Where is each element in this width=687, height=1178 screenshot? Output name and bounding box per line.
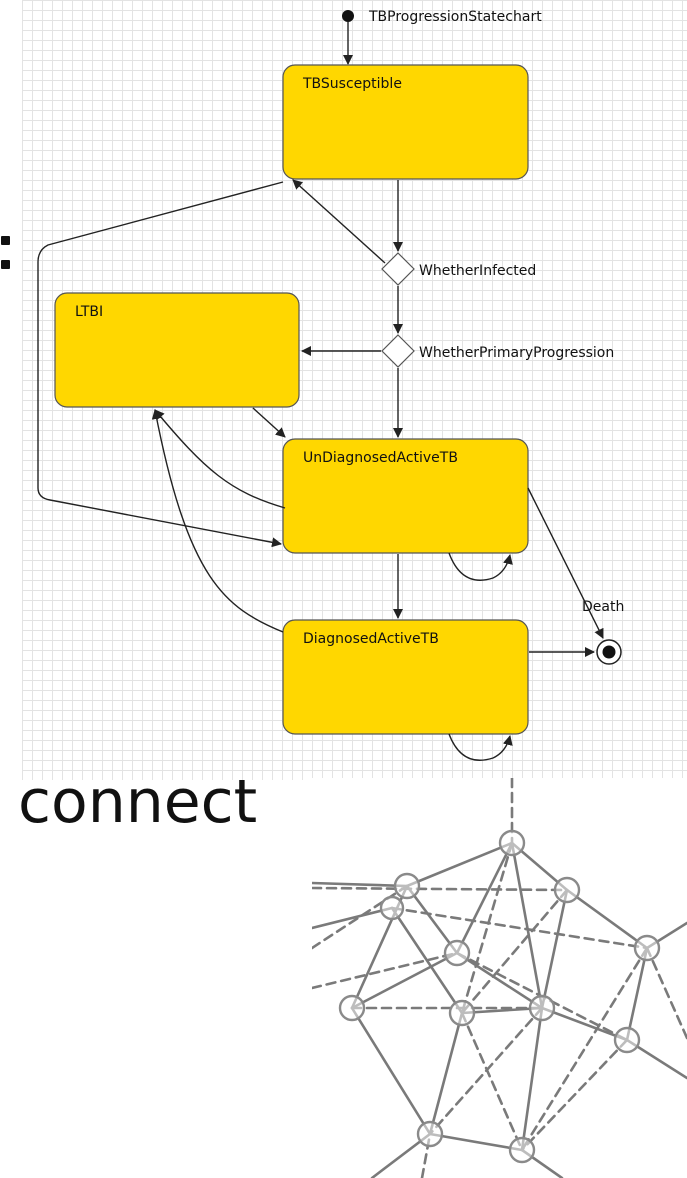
state-ltbi[interactable]: LTBI — [54, 292, 300, 408]
network-graph-illustration — [312, 778, 687, 1178]
network-graph-image — [312, 778, 687, 1178]
transition-diagnosed-self-loop — [448, 733, 513, 761]
transition-not-infected-back — [292, 179, 386, 264]
state-tb-susceptible[interactable]: TBSusceptible — [282, 64, 529, 180]
transition-undiagnosed-to-ltbi — [154, 409, 286, 509]
transition-ltbi-to-undiagnosed — [252, 407, 286, 438]
state-label-undiagnosed-active-tb: UnDiagnosedActiveTB — [303, 450, 458, 466]
branch-label-whether-infected: WhetherInfected — [419, 263, 536, 279]
state-label-tb-susceptible: TBSusceptible — [302, 76, 402, 92]
colon-glyph — [0, 216, 14, 280]
transition-susceptible-to-undiagnosed — [37, 181, 284, 548]
branch-whether-infected[interactable]: WhetherInfected — [381, 252, 536, 286]
state-label-diagnosed-active-tb: DiagnosedActiveTB — [303, 631, 439, 647]
initial-state-dot — [342, 10, 354, 22]
statechart-name: TBProgressionStatechart — [368, 9, 542, 25]
transition-diagnosed-to-ltbi — [151, 409, 284, 633]
branch-label-whether-primary-progression: WhetherPrimaryProgression — [419, 345, 614, 361]
transition-label-death: Death — [582, 599, 624, 615]
statechart-diagram: TBProgressionStatechart TBSusceptible LT… — [37, 9, 624, 761]
branch-whether-primary-progression[interactable]: WhetherPrimaryProgression — [381, 334, 614, 368]
connect-heading: connect — [18, 767, 258, 837]
state-label-ltbi: LTBI — [75, 304, 103, 320]
state-undiagnosed-active-tb[interactable]: UnDiagnosedActiveTB — [282, 438, 529, 554]
transition-undiagnosed-to-death — [527, 487, 604, 639]
state-diagnosed-active-tb[interactable]: DiagnosedActiveTB — [282, 619, 529, 735]
final-state-death[interactable] — [596, 639, 622, 665]
transition-undiagnosed-self-loop — [448, 552, 513, 581]
